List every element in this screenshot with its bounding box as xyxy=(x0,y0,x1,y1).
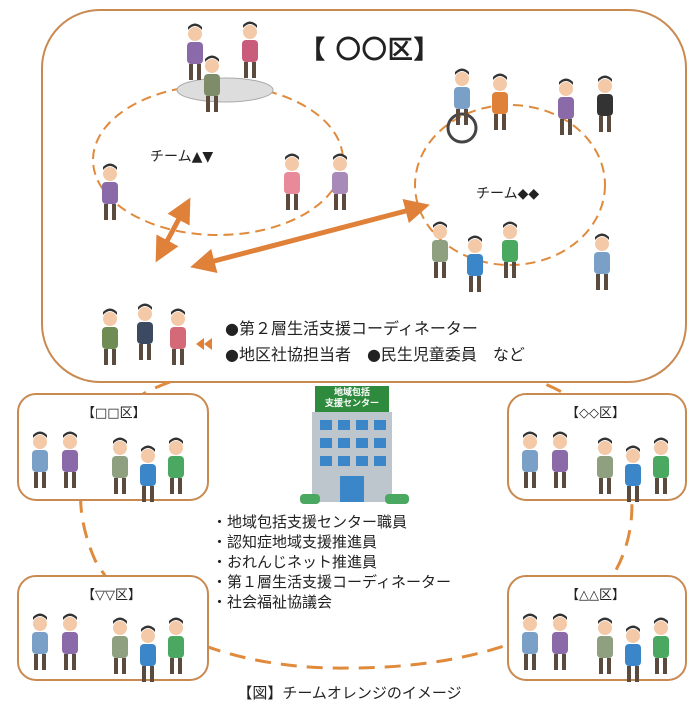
district-box-bottom-right xyxy=(507,575,687,682)
center-role-line: ・地域包括支援センター職員 xyxy=(212,513,408,531)
center-sign-line: 支援センター xyxy=(324,399,379,409)
center-role-line: ・おれんじネット推進員 xyxy=(212,553,378,571)
district-box-top-left xyxy=(17,393,209,502)
man-icon xyxy=(594,233,610,290)
main-district-title: 【 〇〇区】 xyxy=(300,35,440,64)
cafe-group-icon xyxy=(176,21,274,112)
center-roles-list: ・地域包括支援センター職員 ・認知症地域支援推進員 ・おれんじネット推進員 ・第… xyxy=(212,512,451,612)
team-b-ring xyxy=(414,104,606,266)
arrow-team-a xyxy=(155,197,191,263)
district-label-bottom-left: 【▽▽区】 xyxy=(82,588,141,603)
team-b-label: チーム◆◆ xyxy=(476,186,540,202)
district-box-top-right xyxy=(507,393,687,502)
center-role-line: ・認知症地域支援推進員 xyxy=(212,533,378,551)
figure-caption: 【図】チームオレンジのイメージ xyxy=(237,684,462,702)
district-label-top-left: 【□□区】 xyxy=(82,406,146,421)
arrow-team-b xyxy=(190,198,430,274)
main-roles-list: ●第２層生活支援コーディネーター ●地区社協担当者 ●民生児童委員 など xyxy=(225,316,525,368)
family-group-icon xyxy=(432,221,518,292)
center-sign-line: 地域包括 xyxy=(333,388,370,398)
district-box-bottom-left xyxy=(17,575,209,682)
local-staff-group-icon xyxy=(102,303,186,365)
building-icon xyxy=(300,386,409,504)
center-role-line: ・第１層生活支援コーディネーター xyxy=(212,573,451,591)
small-arrow-icon xyxy=(196,338,212,350)
center-role-line: ・社会福祉協議会 xyxy=(212,593,333,611)
district-label-bottom-right: 【△△区】 xyxy=(566,588,625,603)
center-sign: 地域包括 支援センター xyxy=(317,388,387,410)
main-district-border xyxy=(41,9,687,383)
team-a-label: チーム▲▼ xyxy=(150,149,214,165)
caregiver-pair-icon xyxy=(284,153,348,210)
woman-icon xyxy=(102,163,118,220)
main-role-line: ●地区社協担当者 ●民生児童委員 など xyxy=(225,345,525,364)
wheelchair-group-icon xyxy=(446,68,613,144)
main-role-line: ●第２層生活支援コーディネーター xyxy=(225,319,478,338)
district-label-top-right: 【◇◇区】 xyxy=(566,406,625,421)
